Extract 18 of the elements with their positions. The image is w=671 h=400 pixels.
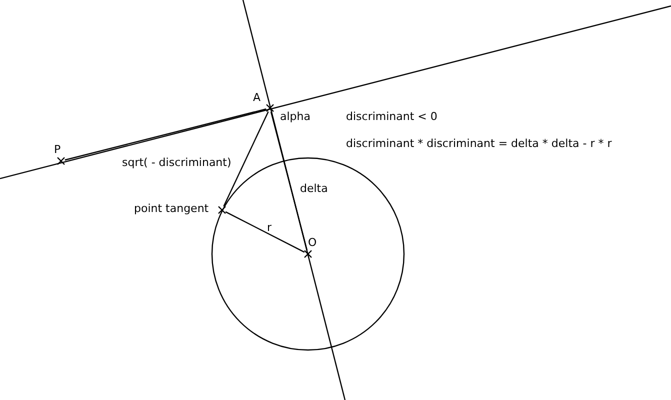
line-segment (223, 111, 269, 207)
formula-text: discriminant * discriminant = delta * delta - r * r (346, 137, 612, 150)
point-label: A (253, 91, 261, 104)
point-label: point tangent (134, 202, 209, 215)
line-segment (64, 108, 266, 161)
edge-label: sqrt( - discriminant) (122, 156, 232, 169)
line-segment (225, 211, 305, 253)
point-marker (53, 143, 67, 166)
point-marker (133, 202, 227, 216)
point-marker (251, 91, 275, 113)
edge-label: delta (300, 182, 328, 195)
point-marker (302, 236, 318, 259)
point-label: O (308, 236, 317, 249)
edge-label: r (267, 221, 272, 234)
point-label: P (54, 143, 61, 156)
formula-text: discriminant < 0 (346, 110, 438, 123)
angle-label: alpha (280, 110, 310, 123)
line-segment (270, 112, 308, 250)
